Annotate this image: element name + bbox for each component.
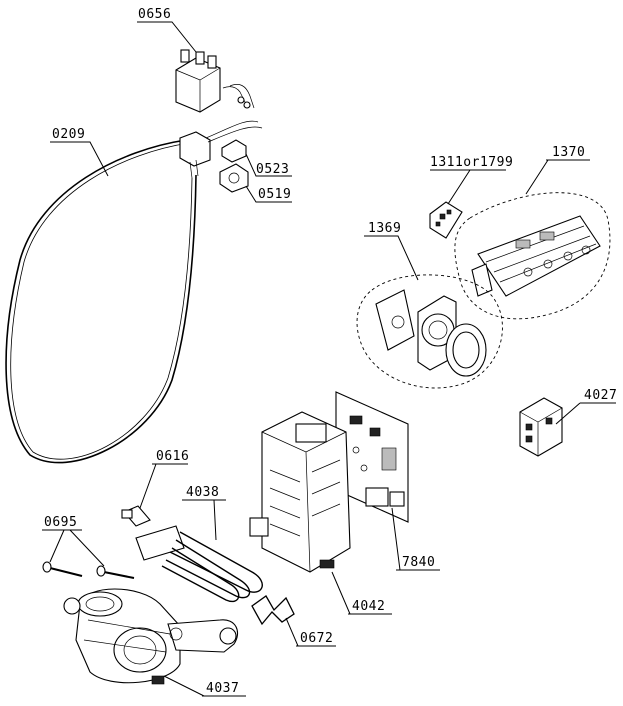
leader-0523	[245, 153, 292, 177]
part-1369-selector-group[interactable]	[356, 274, 503, 389]
leader-4027	[555, 402, 616, 425]
leader-0209	[50, 141, 109, 177]
part-4038-heater[interactable]	[135, 525, 263, 603]
part-0519-cable-clamp[interactable]	[219, 163, 249, 193]
leader-7840	[391, 507, 440, 571]
leader-4037	[163, 675, 246, 697]
label-0656: 0656	[138, 7, 171, 22]
label-0519: 0519	[258, 187, 291, 202]
part-0616-sensor[interactable]	[121, 505, 151, 527]
part-7840-power-board[interactable]	[335, 391, 409, 523]
label-4042: 4042	[352, 599, 385, 614]
leader-0695	[42, 529, 105, 567]
leader-0616	[139, 463, 188, 509]
label-4037: 4037	[206, 681, 239, 696]
leader-4042	[331, 571, 392, 615]
leader-4038	[182, 499, 226, 541]
label-0209: 0209	[52, 127, 85, 142]
leader-1369	[364, 235, 419, 281]
part-4027-connector[interactable]	[519, 397, 563, 457]
part-4037-pump[interactable]	[63, 588, 238, 685]
part-4042-housing[interactable]	[249, 411, 351, 573]
part-0656-filter[interactable]	[175, 49, 255, 113]
part-1311-module[interactable]	[429, 201, 463, 239]
label-0523: 0523	[256, 162, 289, 177]
part-0523-clip[interactable]	[221, 139, 247, 163]
label-7840: 7840	[402, 555, 435, 570]
label-0672: 0672	[300, 631, 333, 646]
label-0695: 0695	[44, 515, 77, 530]
part-0695-screws[interactable]	[42, 561, 135, 579]
leader-0656	[137, 21, 197, 53]
label-0616: 0616	[156, 449, 189, 464]
leader-1370	[525, 159, 590, 195]
leader-0519	[245, 185, 292, 203]
label-1369: 1369	[368, 221, 401, 236]
part-1370-control-board-group[interactable]	[454, 192, 611, 320]
label-1311or1799: 1311or1799	[430, 155, 513, 170]
label-1370: 1370	[552, 145, 585, 160]
part-0672-spring-clip[interactable]	[251, 595, 295, 626]
label-4038: 4038	[186, 485, 219, 500]
leader-0672	[285, 617, 336, 647]
part-0209-power-cable[interactable]	[5, 120, 263, 464]
leader-1311	[430, 169, 506, 205]
label-4027: 4027	[584, 388, 617, 403]
